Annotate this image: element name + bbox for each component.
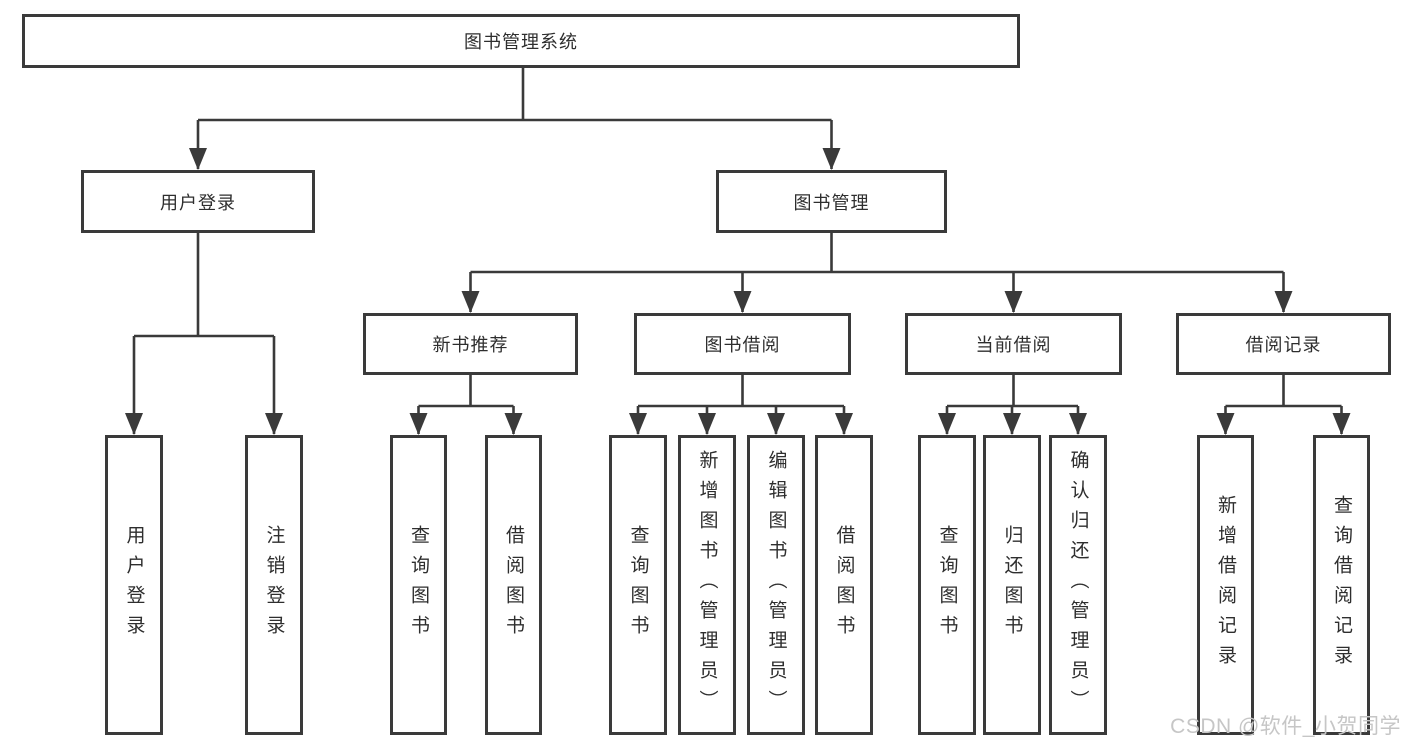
leaf-records-query-record: 查询借阅记录 <box>1313 435 1370 735</box>
leaf-newbook-borrow-books: 借阅图书 <box>485 435 542 735</box>
leaf-records-add-record: 新增借阅记录 <box>1197 435 1254 735</box>
leaf-borrowing-borrow-books: 借阅图书 <box>815 435 873 735</box>
leaf-newbook-query-books: 查询图书 <box>390 435 447 735</box>
watermark-csdn: CSDN @软件_小贺同学 <box>1170 715 1401 738</box>
leaf-current-return-books: 归还图书 <box>983 435 1041 735</box>
node-library-management-system: 图书管理系统 <box>22 14 1020 68</box>
leaf-user-login: 用户登录 <box>105 435 163 735</box>
node-current-borrowing: 当前借阅 <box>905 313 1122 375</box>
leaf-borrowing-edit-books-admin: 编辑图书（管理员） <box>747 435 805 735</box>
leaf-current-confirm-return-admin: 确认归还（管理员） <box>1049 435 1107 735</box>
node-new-book-recommendation: 新书推荐 <box>363 313 578 375</box>
node-user-login: 用户登录 <box>81 170 315 233</box>
node-book-management: 图书管理 <box>716 170 947 233</box>
edge-new-book-recommendation-to-leaves <box>409 375 523 435</box>
leaf-borrowing-add-books-admin: 新增图书（管理员） <box>678 435 736 735</box>
edge-user-login-to-leaves <box>125 233 283 435</box>
edge-book-management-to-level3 <box>461 233 1293 313</box>
leaf-logout: 注销登录 <box>245 435 303 735</box>
edge-root-to-level2 <box>189 68 841 170</box>
node-book-borrowing: 图书借阅 <box>634 313 851 375</box>
edge-book-borrowing-to-leaves <box>629 375 853 435</box>
leaf-borrowing-query-books: 查询图书 <box>609 435 667 735</box>
leaf-current-query-books: 查询图书 <box>918 435 976 735</box>
edge-borrowing-records-to-leaves <box>1216 375 1351 435</box>
edge-current-borrowing-to-leaves <box>938 375 1087 435</box>
node-borrowing-records: 借阅记录 <box>1176 313 1391 375</box>
